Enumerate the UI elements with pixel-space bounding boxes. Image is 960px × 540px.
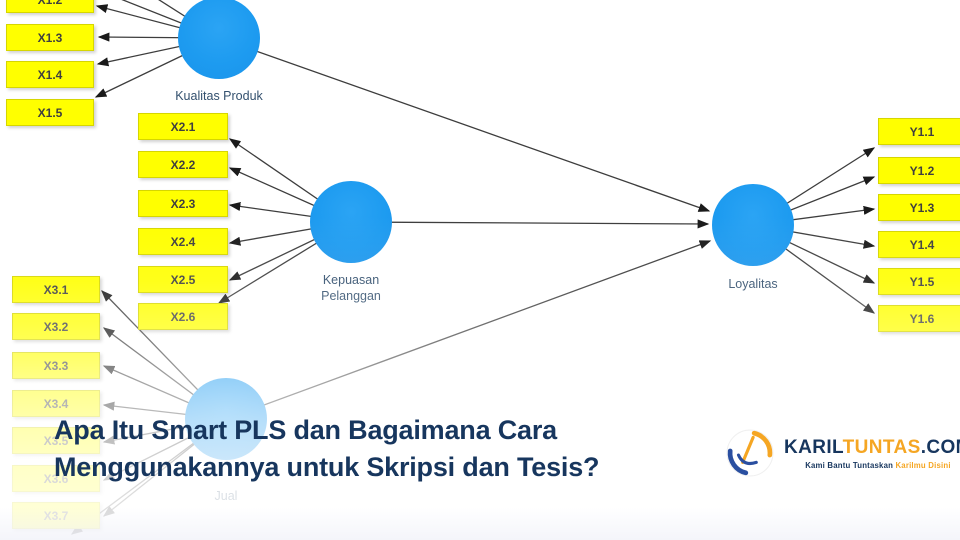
indicator-x3-1[interactable]: X3.1 [12, 276, 100, 303]
brand-name-com: .COM [920, 436, 960, 458]
construct-kepuasan-pelanggan[interactable] [310, 181, 392, 263]
brand-tagline-navy: Kami Bantu Tuntaskan [805, 460, 896, 470]
indicator-x3-3[interactable]: X3.3 [12, 352, 100, 379]
indicator-y1-6[interactable]: Y1.6 [878, 305, 960, 332]
indicator-x1-3[interactable]: X1.3 [6, 24, 94, 51]
indicator-x1-5[interactable]: X1.5 [6, 99, 94, 126]
indicator-x2-2[interactable]: X2.2 [138, 151, 228, 178]
indicator-x2-6[interactable]: X2.6 [138, 303, 228, 330]
label-kepuasan-line2: Pelanggan [321, 289, 381, 303]
brand-text: KARILTUNTAS.COM Kami Bantu Tuntaskan Kar… [784, 437, 960, 470]
indicator-x2-3[interactable]: X2.3 [138, 190, 228, 217]
indicator-x2-5[interactable]: X2.5 [138, 266, 228, 293]
label-kepuasan-pelanggan: Kepuasan Pelanggan [271, 272, 431, 304]
title-line-1: Apa Itu Smart PLS dan Bagaimana Cara [54, 415, 557, 445]
pencil-hand-logo-icon [726, 429, 774, 477]
construct-loyalitas[interactable] [712, 184, 794, 266]
indicator-x3-2[interactable]: X3.2 [12, 313, 100, 340]
label-kepuasan-line1: Kepuasan [322, 273, 380, 287]
brand-tagline: Kami Bantu Tuntaskan Karilmu Disini [784, 461, 960, 470]
indicator-y1-5[interactable]: Y1.5 [878, 268, 960, 295]
brand-logo: KARILTUNTAS.COM Kami Bantu Tuntaskan Kar… [726, 429, 960, 477]
edges-kualitas-produk [94, 0, 711, 212]
title-line-2: Menggunakannya untuk Skripsi dan Tesis? [54, 452, 600, 482]
indicator-y1-3[interactable]: Y1.3 [878, 194, 960, 221]
indicator-y1-1[interactable]: Y1.1 [878, 118, 960, 145]
brand-name-tuntas: TUNTAS [842, 436, 921, 458]
page-title: Apa Itu Smart PLS dan Bagaimana Cara Men… [54, 412, 600, 486]
label-loyalitas: Loyalitas [728, 277, 778, 291]
brand-name-karil: KARIL [784, 436, 843, 458]
indicator-y1-4[interactable]: Y1.4 [878, 231, 960, 258]
indicator-y1-2[interactable]: Y1.2 [878, 157, 960, 184]
construct-kualitas-produk[interactable] [178, 0, 260, 79]
label-kualitas-produk: Kualitas Produk [175, 89, 263, 103]
indicator-x1-4[interactable]: X1.4 [6, 61, 94, 88]
indicator-x2-4[interactable]: X2.4 [138, 228, 228, 255]
brand-tagline-orange: Karilmu Disini [895, 460, 951, 470]
indicator-x3-7[interactable]: X3.7 [12, 502, 100, 529]
brand-name: KARILTUNTAS.COM [784, 437, 960, 459]
label-jual: Jual [214, 489, 238, 503]
indicator-x2-1[interactable]: X2.1 [138, 113, 228, 140]
indicator-x1-2[interactable]: X1.2 [6, 0, 94, 13]
